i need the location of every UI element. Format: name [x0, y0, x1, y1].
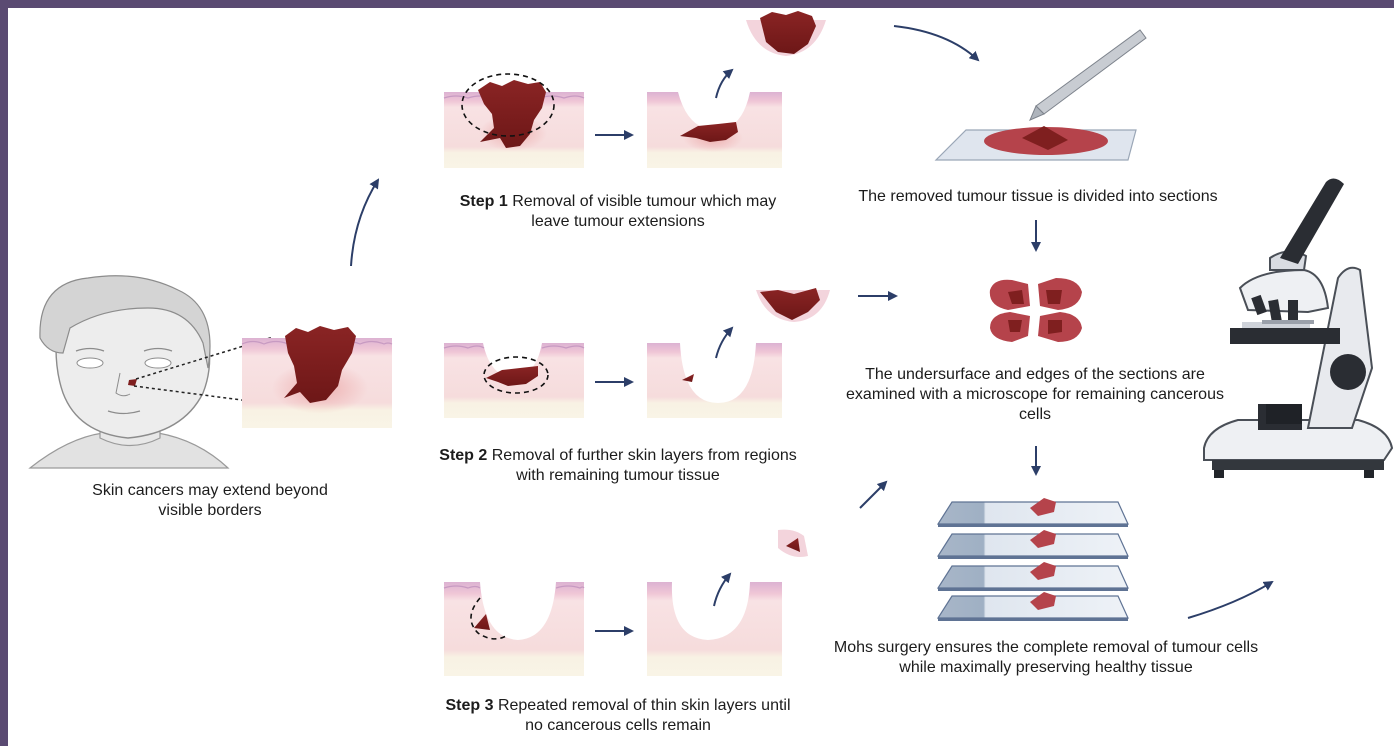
face-caption: Skin cancers may extend beyond visible b…: [70, 481, 350, 521]
skin-tumour-closeup: [242, 326, 392, 428]
tissue-quarter-sections: [990, 278, 1082, 342]
glass-slide: [938, 562, 1128, 591]
step3-removed-tissue: [778, 530, 808, 557]
mohs-caption-text: Mohs surgery ensures the complete remova…: [834, 639, 1258, 676]
step2-label: Step 2: [439, 447, 487, 464]
patient-face-illustration: [30, 276, 228, 468]
microscope-illustration: [1204, 178, 1392, 478]
arrow-step2-up: [716, 328, 732, 358]
bottom-microscope-eyepiece: [1266, 404, 1302, 424]
tissue-on-glass-slide: [936, 126, 1136, 160]
face-caption-text: Skin cancers may extend beyond visible b…: [92, 482, 328, 519]
step1-label: Step 1: [460, 193, 508, 210]
arrow-step1-up: [716, 70, 732, 98]
step1-caption: Step 1 Removal of visible tumour which m…: [448, 192, 788, 232]
arrow-slides-to-microscope: [1188, 582, 1272, 618]
step3-before-skin: [444, 582, 584, 676]
arrow-step3-up: [714, 574, 730, 606]
microscope-caption-text: The undersurface and edges of the sectio…: [846, 366, 1224, 423]
step3-label: Step 3: [445, 697, 493, 714]
step1-after-skin: [647, 92, 782, 168]
step1-text: Removal of visible tumour which may leav…: [512, 193, 776, 230]
step3-text: Repeated removal of thin skin layers unt…: [498, 697, 791, 734]
sections-caption-text: The removed tumour tissue is divided int…: [858, 188, 1217, 205]
step2-removed-tissue: [756, 288, 830, 322]
step2-caption: Step 2 Removal of further skin layers fr…: [438, 446, 798, 486]
microscope-caption: The undersurface and edges of the sectio…: [844, 365, 1226, 425]
glass-slide: [938, 498, 1128, 527]
step3-caption: Step 3 Repeated removal of thin skin lay…: [438, 696, 798, 736]
scalpel-illustration: [1030, 30, 1146, 120]
step2-after-skin: [647, 343, 782, 418]
glass-slide: [938, 530, 1128, 559]
step1-removed-tissue: [746, 11, 826, 56]
step2-before-skin: [444, 343, 584, 418]
step2-text: Removal of further skin layers from regi…: [492, 447, 797, 484]
arrow-face-to-step1: [351, 180, 378, 266]
glass-slide: [938, 592, 1128, 621]
step1-before-skin: [444, 74, 584, 168]
slide-stack: [938, 498, 1128, 621]
diagram-canvas: Skin cancers may extend beyond visible b…: [8, 8, 1394, 746]
arrow-to-slides: [860, 482, 886, 508]
step3-after-skin: [647, 582, 782, 676]
mohs-caption: Mohs surgery ensures the complete remova…: [832, 638, 1260, 678]
sections-caption: The removed tumour tissue is divided int…: [828, 187, 1248, 207]
arrow-to-sectioning: [894, 26, 978, 60]
